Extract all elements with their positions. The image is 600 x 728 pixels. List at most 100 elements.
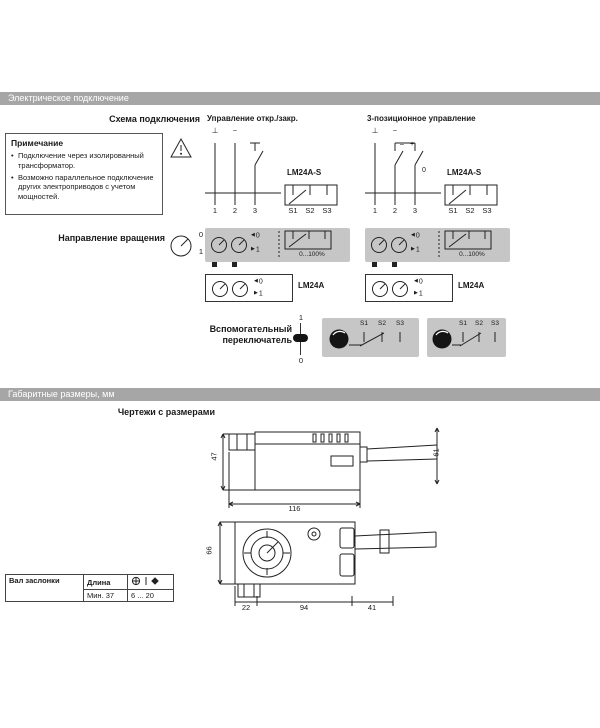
rotation-switches-panel: ◀0 ▶1 0...100% xyxy=(205,228,350,262)
ccw-arrow-icon: ◀ xyxy=(251,232,256,238)
aux-pos-label: 0 xyxy=(298,356,304,365)
ccw-arrow-icon: ◀ xyxy=(414,278,419,284)
dim-label-66: 66 xyxy=(204,546,214,555)
aux-terminal-label: S2 xyxy=(475,320,483,327)
model-label: LM24A xyxy=(298,281,325,290)
position-label: 0 xyxy=(255,232,260,240)
aux-switch-icon xyxy=(432,329,496,349)
position-label: 1 xyxy=(258,290,263,298)
terminal-label: 2 xyxy=(392,206,398,215)
position-row: ◀0 xyxy=(254,278,263,286)
position-row: ▶1 xyxy=(414,290,423,298)
lm24a-switch-box: ◀0 ▶1 xyxy=(205,274,293,302)
cw-arrow-icon: ▶ xyxy=(414,290,419,296)
wiring-diagram-onoff xyxy=(205,142,338,206)
aux-terminal-label: S2 xyxy=(465,206,475,215)
model-label: LM24A-S xyxy=(447,168,482,177)
direction-knob-icon xyxy=(170,235,192,257)
minus-label: – xyxy=(400,141,404,148)
table-row: Вал заслонки Длина xyxy=(5,574,174,602)
terminal-label: 3 xyxy=(412,206,418,215)
position-label: 0 xyxy=(415,232,420,240)
terminal-label: 3 xyxy=(252,206,258,215)
position-label: 1 xyxy=(255,246,260,254)
dim-label-47: 47 xyxy=(209,452,219,461)
aux-terminal-label: S1 xyxy=(448,206,458,215)
position-row: ◀0 xyxy=(414,278,423,286)
table-row: Мин. 37 6 ... 20 xyxy=(6,589,174,602)
ac-symbol: ~ xyxy=(232,126,238,135)
section-title: Габаритные размеры, мм xyxy=(8,389,115,399)
model-label: LM24A xyxy=(458,281,485,290)
range-label: 0...100% xyxy=(299,251,325,258)
aux-switch-icon xyxy=(329,329,401,349)
rotation-pos-label: 1 xyxy=(198,247,204,256)
terminal-label: 1 xyxy=(372,206,378,215)
shaft-table: Вал заслонки Длина Мин. 37 6 ... 20 xyxy=(5,574,174,602)
length-header-cell: Длина xyxy=(83,574,128,590)
scheme-label: Схема подключения xyxy=(109,114,200,124)
cw-arrow-icon: ▶ xyxy=(251,246,256,252)
dim-label-116: 116 xyxy=(288,504,301,513)
rotary-switches-icon xyxy=(371,230,492,259)
position-label: 0 xyxy=(418,278,423,286)
common-symbol: ⊥ xyxy=(211,126,219,135)
aux-terminal-label: S1 xyxy=(459,320,467,327)
top-view-drawing xyxy=(220,427,440,508)
terminal-label: 2 xyxy=(232,206,238,215)
section-title: Электрическое подключение xyxy=(8,93,129,103)
shaft-header-cell: Вал заслонки xyxy=(5,574,84,602)
note-item: Подключение через изолированный трансфор… xyxy=(11,151,157,171)
model-label: LM24A-S xyxy=(287,168,322,177)
aux-terminal-label: S3 xyxy=(322,206,332,215)
dim-label-94: 94 xyxy=(299,603,309,612)
diagram2-title: 3-позиционное управление xyxy=(367,114,476,123)
rotation-label: Направление вращения xyxy=(58,233,165,243)
side-view-drawing xyxy=(217,521,437,606)
aux-terminal-label: S3 xyxy=(482,206,492,215)
shaft-range-cell: 6 ... 20 xyxy=(127,589,174,602)
ccw-arrow-icon: ◀ xyxy=(254,278,259,284)
length-value-cell: Мин. 37 xyxy=(83,589,128,602)
note-list: Подключение через изолированный трансфор… xyxy=(11,151,157,202)
diagram1-title: Управление откр./закр. xyxy=(207,114,298,123)
dim-label-22: 22 xyxy=(241,603,251,612)
aux-terminal-label: S2 xyxy=(378,320,386,327)
note-item: Возможно параллельное подключение других… xyxy=(11,173,157,202)
dim-label-61: 61 xyxy=(431,448,441,457)
wiring-diagram-3pos xyxy=(365,142,498,206)
range-label: 0...100% xyxy=(459,251,485,258)
ac-symbol: ~ xyxy=(392,126,398,135)
terminal-label: 1 xyxy=(212,206,218,215)
section-header-electrical: Электрическое подключение xyxy=(0,92,600,105)
switch-position-label: 0 xyxy=(422,167,426,174)
switch-handle xyxy=(392,262,397,267)
rotation-pos-label: 0 xyxy=(198,230,204,239)
position-row: ◀0 xyxy=(411,232,420,240)
position-label: 0 xyxy=(258,278,263,286)
aux-terminal-label: S3 xyxy=(396,320,404,327)
aux-terminal-label: S1 xyxy=(288,206,298,215)
position-label: 1 xyxy=(415,246,420,254)
position-row: ◀0 xyxy=(251,232,260,240)
position-row: ▶1 xyxy=(251,246,260,254)
ccw-arrow-icon: ◀ xyxy=(411,232,416,238)
note-title: Примечание xyxy=(11,138,64,148)
rotary-switches-icon xyxy=(372,281,408,297)
aux-terminal-label: S2 xyxy=(305,206,315,215)
position-row: ▶1 xyxy=(411,246,420,254)
plus-label: + xyxy=(409,141,415,148)
section-header-dimensions: Габаритные размеры, мм xyxy=(0,388,600,401)
note-box: Примечание Подключение через изолированн… xyxy=(5,133,163,215)
cw-arrow-icon: ▶ xyxy=(254,290,259,296)
cw-arrow-icon: ▶ xyxy=(411,246,416,252)
shaft-type-icons xyxy=(131,576,159,586)
common-symbol: ⊥ xyxy=(371,126,379,135)
position-label: 1 xyxy=(418,290,423,298)
switch-handle xyxy=(372,262,377,267)
lm24a-switch-box: ◀0 ▶1 xyxy=(365,274,453,302)
aux-toggle-knob-icon xyxy=(293,334,308,342)
position-row: ▶1 xyxy=(254,290,263,298)
warning-icon xyxy=(170,137,192,158)
